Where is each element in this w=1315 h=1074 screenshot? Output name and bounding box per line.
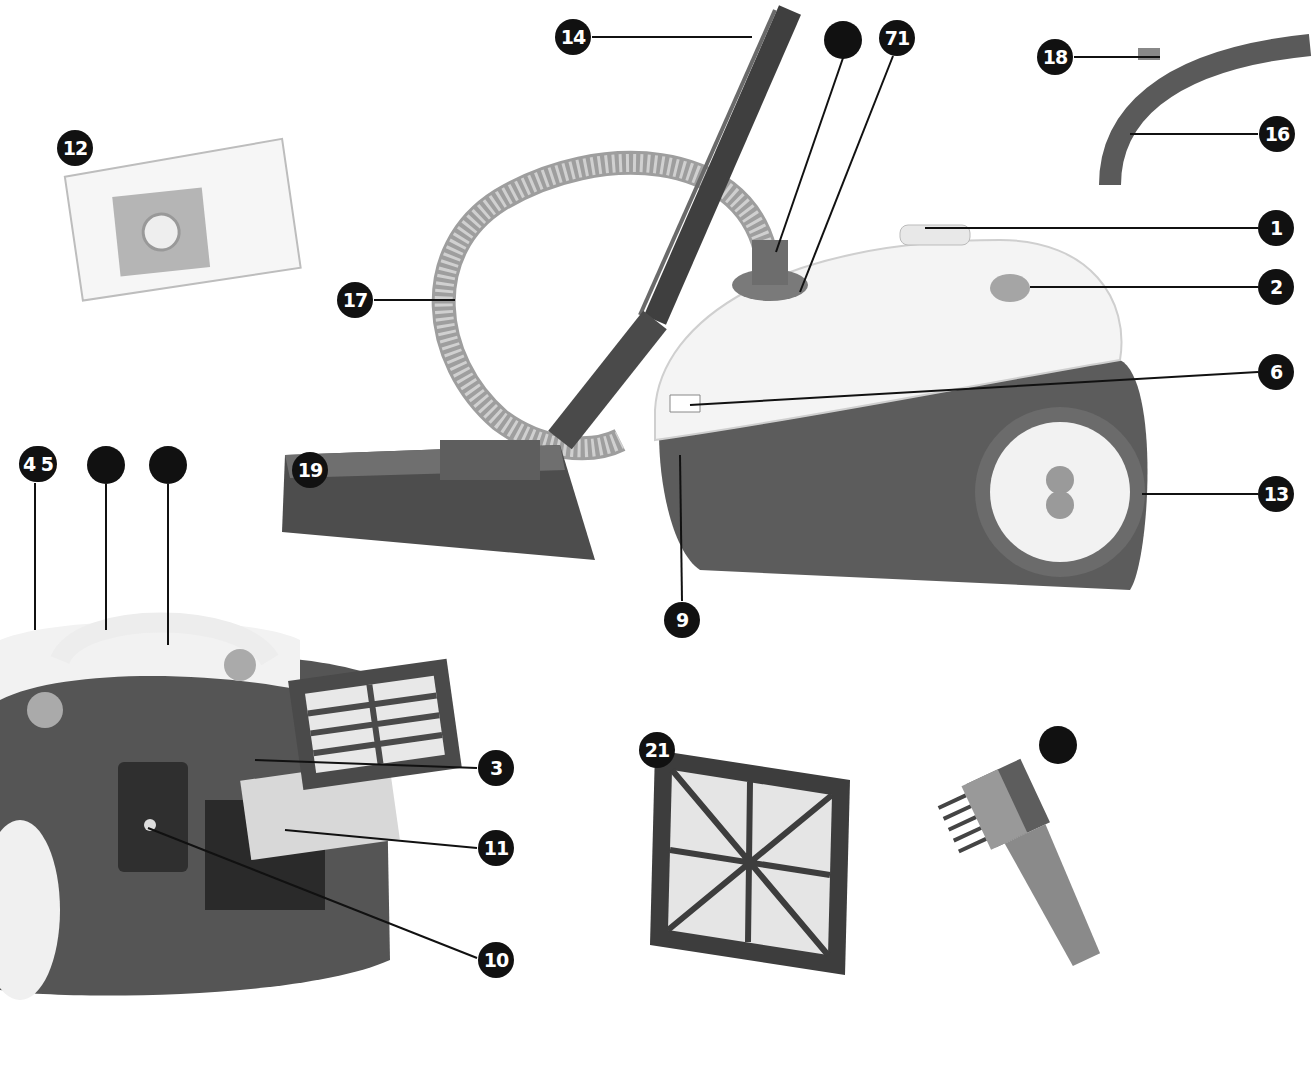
callout-number: 13	[1258, 476, 1294, 512]
callout-number: 17	[337, 282, 373, 318]
blank-callout	[824, 21, 862, 59]
callout-number: 2	[1258, 269, 1294, 305]
blank-callout	[87, 446, 125, 484]
callout-number: 14	[555, 19, 591, 55]
callout-number: 6	[1258, 354, 1294, 390]
callout-number: 12	[57, 130, 93, 166]
callout-number: 71	[879, 20, 915, 56]
callout-number: 1	[1258, 210, 1294, 246]
callout-number: 3	[478, 750, 514, 786]
blank-callout	[149, 446, 187, 484]
dust-bag	[63, 138, 301, 301]
leader-lines	[35, 37, 1258, 958]
callout-number: 10	[478, 942, 514, 978]
callout-number: 19	[292, 452, 328, 488]
callout-number: 11	[478, 830, 514, 866]
blank-callout	[1039, 726, 1077, 764]
callout-number: 4 5	[19, 446, 57, 482]
callout-number: 18	[1037, 39, 1073, 75]
callout-number: 9	[664, 602, 700, 638]
callout-number: 16	[1259, 116, 1295, 152]
callout-number: 21	[639, 732, 675, 768]
